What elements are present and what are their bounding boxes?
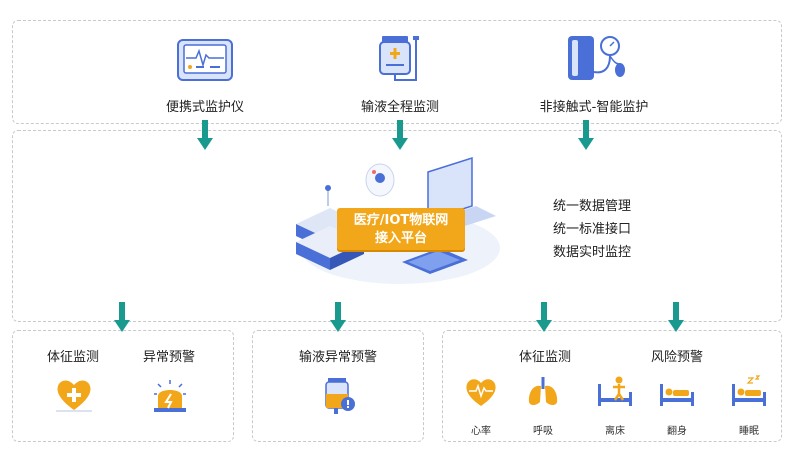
- box1-title-vitals: 体征监测: [46, 350, 100, 365]
- platform-title-line1: 医疗/IOT物联网: [353, 213, 449, 228]
- feature-unified-interface: 统一标准接口: [553, 222, 632, 237]
- lungs-icon: [528, 377, 558, 405]
- sleep-icon: [732, 375, 766, 406]
- platform-title-line2: 接入平台: [374, 231, 427, 246]
- out-of-bed-icon: [598, 376, 632, 406]
- risk-monitor-panel: [442, 330, 782, 442]
- device-label-contactless-monitoring: 非接触式-智能监护: [539, 100, 649, 115]
- patient-monitor-icon: [177, 39, 233, 81]
- item-label-out-of-bed: 离床: [605, 426, 625, 437]
- arrow-down: [114, 302, 130, 332]
- arrow-down: [330, 302, 346, 332]
- iv-drip-icon: [379, 36, 419, 81]
- feature-realtime-monitoring: 数据实时监控: [553, 245, 632, 260]
- arrow-down: [536, 302, 552, 332]
- alarm-icon: [154, 380, 186, 412]
- turn-over-icon: [660, 384, 694, 406]
- blood-pressure-monitor-icon: [568, 36, 625, 80]
- arrow-down: [578, 120, 594, 150]
- box2-title-infusion-alert: 输液异常预警: [298, 350, 378, 365]
- arrow-down: [668, 302, 684, 332]
- feature-unified-data: 统一数据管理: [553, 199, 632, 214]
- box1-title-alert: 异常预警: [142, 350, 196, 365]
- arrow-down: [197, 120, 213, 150]
- arrow-down: [392, 120, 408, 150]
- platform-badge: 医疗/IOT物联网 接入平台: [337, 208, 465, 250]
- device-label-infusion-monitoring: 输液全程监测: [360, 100, 440, 115]
- item-label-breathing: 呼吸: [533, 426, 553, 437]
- heart-icon: [56, 380, 92, 412]
- iv-bag-alert-icon: [325, 378, 355, 414]
- item-label-sleep: 睡眠: [739, 426, 759, 437]
- vital-alert-panel: [12, 330, 234, 442]
- item-label-heart-rate: 心率: [471, 426, 491, 437]
- box3-title-risk-alert: 风险预警: [650, 350, 704, 365]
- device-label-portable-monitor: 便携式监护仪: [165, 100, 245, 115]
- box3-title-vitals: 体征监测: [518, 350, 572, 365]
- heart-rate-icon: [466, 379, 496, 406]
- item-label-turn-over: 翻身: [667, 426, 687, 437]
